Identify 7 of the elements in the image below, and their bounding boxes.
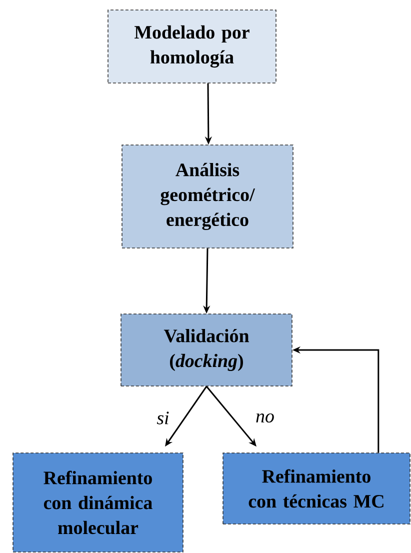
process-box: Modelado por homología [108,10,276,84]
process-box: Validación (docking) [120,314,292,386]
process-box: Refinamiento con dinámica molecular [12,452,184,552]
process-box: Refinamiento con técnicas MC [222,452,410,524]
edge-label: si [156,412,169,424]
edge-label: no [256,413,274,423]
process-box: Análisis geométrico/ energético [122,144,294,248]
